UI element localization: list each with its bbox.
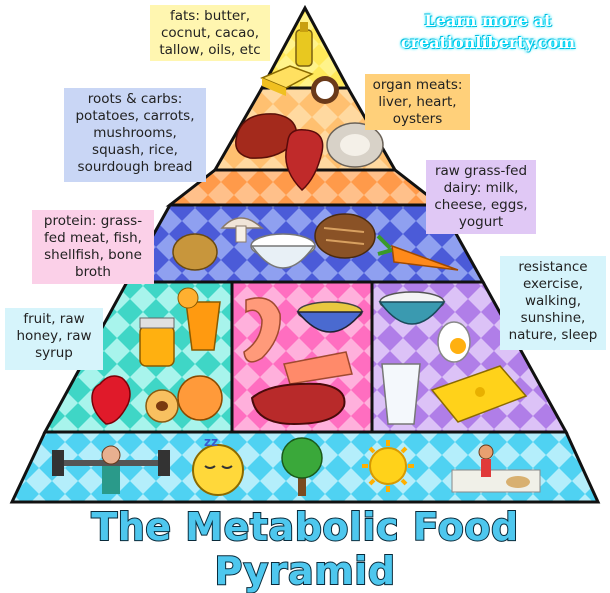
food-pyramid: zz — [9, 4, 601, 504]
steak-icon — [250, 382, 346, 426]
orange-juice-icon — [177, 287, 221, 351]
cheese-icon — [430, 365, 528, 423]
promo-line-1: Learn more at — [424, 11, 552, 30]
mushroom-icon — [220, 217, 264, 243]
svg-text:zz: zz — [204, 435, 218, 449]
shrimp-icon — [243, 297, 281, 363]
egg-icon — [437, 321, 471, 363]
label-roots-carbs: roots & carbs: potatoes, carrots, mushro… — [64, 88, 206, 182]
potato-icon — [172, 233, 218, 271]
oyster-icon — [326, 122, 384, 168]
label-dairy: raw grass-fed dairy: milk, cheese, eggs,… — [426, 160, 536, 234]
strawberry-icon — [91, 375, 131, 425]
butter-icon — [260, 65, 314, 96]
promo-line-2: creationliberty.com — [400, 33, 576, 52]
tree-icon — [281, 437, 323, 496]
label-resistance: resistance exercise, walking, sunshine, … — [500, 256, 606, 350]
coconut-icon — [311, 76, 339, 104]
soup-bowl-icon — [296, 301, 364, 333]
salmon-icon — [283, 351, 353, 385]
label-organ-meats: organ meats: liver, heart, oysters — [365, 74, 470, 130]
peach-icon — [145, 375, 223, 423]
honey-jar-icon — [139, 317, 175, 367]
label-fats: fats: butter, cocnut, cacao, tallow, oil… — [150, 5, 270, 61]
promo-text: Learn more at creationliberty.com — [398, 10, 578, 54]
carrot-icon — [376, 234, 459, 271]
weightlifter-icon — [52, 445, 170, 494]
rice-bowl-icon — [250, 233, 316, 269]
milk-glass-icon — [381, 363, 421, 425]
bread-icon — [314, 213, 376, 259]
walking-dog-icon — [451, 444, 541, 493]
heart-icon — [285, 128, 324, 192]
page-title: The Metabolic Food Pyramid — [90, 504, 519, 593]
yogurt-bowl-icon — [378, 291, 446, 325]
label-protein: protein: grass-fed meat, fish, shellfish… — [32, 210, 154, 284]
label-fruit: fruit, raw honey, raw syrup — [5, 308, 103, 370]
sleeping-face-icon: zz — [192, 435, 244, 496]
sun-icon — [362, 440, 414, 492]
olive-oil-icon — [295, 22, 313, 67]
